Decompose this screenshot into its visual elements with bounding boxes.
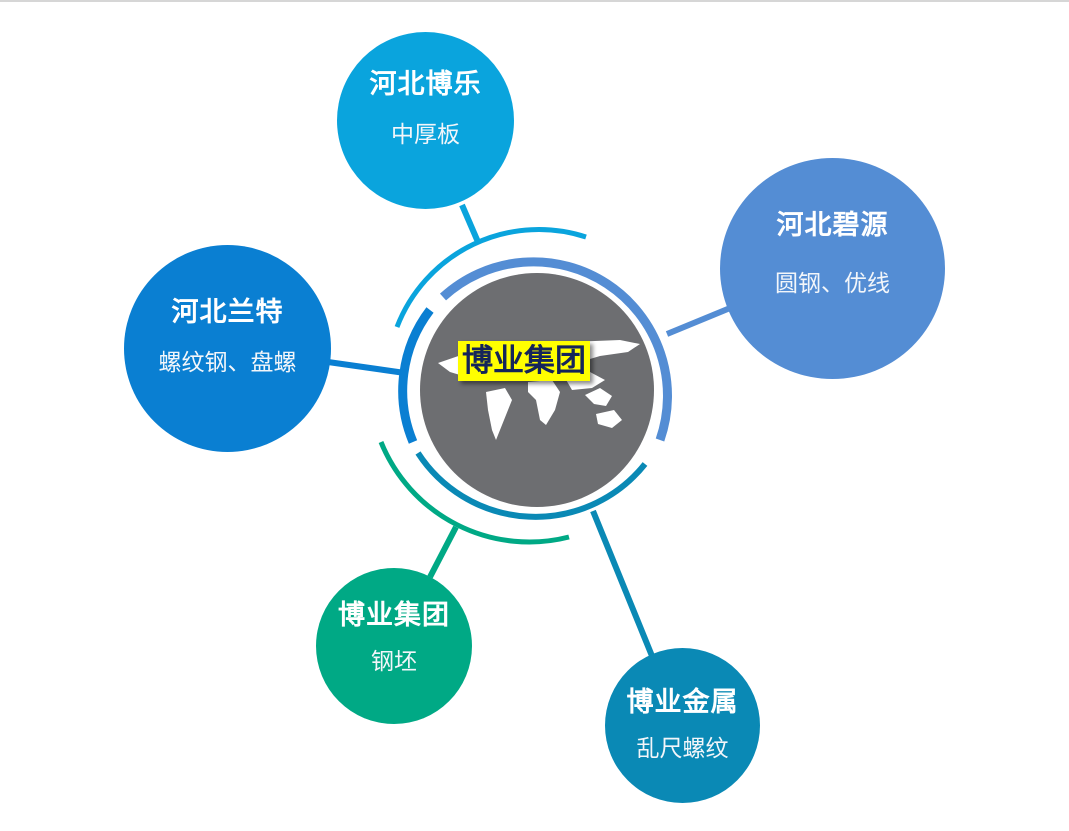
node-product: 中厚板 <box>391 122 460 148</box>
center-label: 博业集团 <box>458 341 590 381</box>
node-product: 钢坯 <box>371 648 417 675</box>
connector-bole <box>459 203 481 244</box>
node-product: 乱尺螺纹 <box>636 736 729 762</box>
connector-boye-metal <box>590 509 655 658</box>
node-name: 河北博乐 <box>369 69 482 100</box>
top-border <box>0 0 1069 2</box>
node-name: 博业金属 <box>626 687 739 718</box>
arc-boye-metal <box>415 451 648 520</box>
node-boye-group[interactable]: 博业集团 钢坯 <box>316 568 472 724</box>
node-product: 螺纹钢、盘螺 <box>158 350 297 376</box>
node-name: 河北碧源 <box>776 210 889 241</box>
arc-bole <box>394 227 587 328</box>
arc-lante <box>398 307 434 444</box>
node-product: 圆钢、优线 <box>775 271 890 297</box>
connector-boye-group <box>427 525 459 579</box>
arc-biyuan <box>439 257 672 442</box>
arc-boye-group <box>378 441 570 545</box>
node-boye-metal[interactable]: 博业金属 乱尺螺纹 <box>605 648 760 803</box>
node-name: 博业集团 <box>338 599 450 631</box>
node-name: 河北兰特 <box>171 297 284 328</box>
connector-lante <box>327 359 406 376</box>
node-hebei-biyuan[interactable]: 河北碧源 圆钢、优线 <box>720 158 945 379</box>
node-hebei-lante[interactable]: 河北兰特 螺纹钢、盘螺 <box>124 245 331 452</box>
node-hebei-bole[interactable]: 河北博乐 中厚板 <box>337 32 514 209</box>
connector-biyuan <box>665 303 737 337</box>
